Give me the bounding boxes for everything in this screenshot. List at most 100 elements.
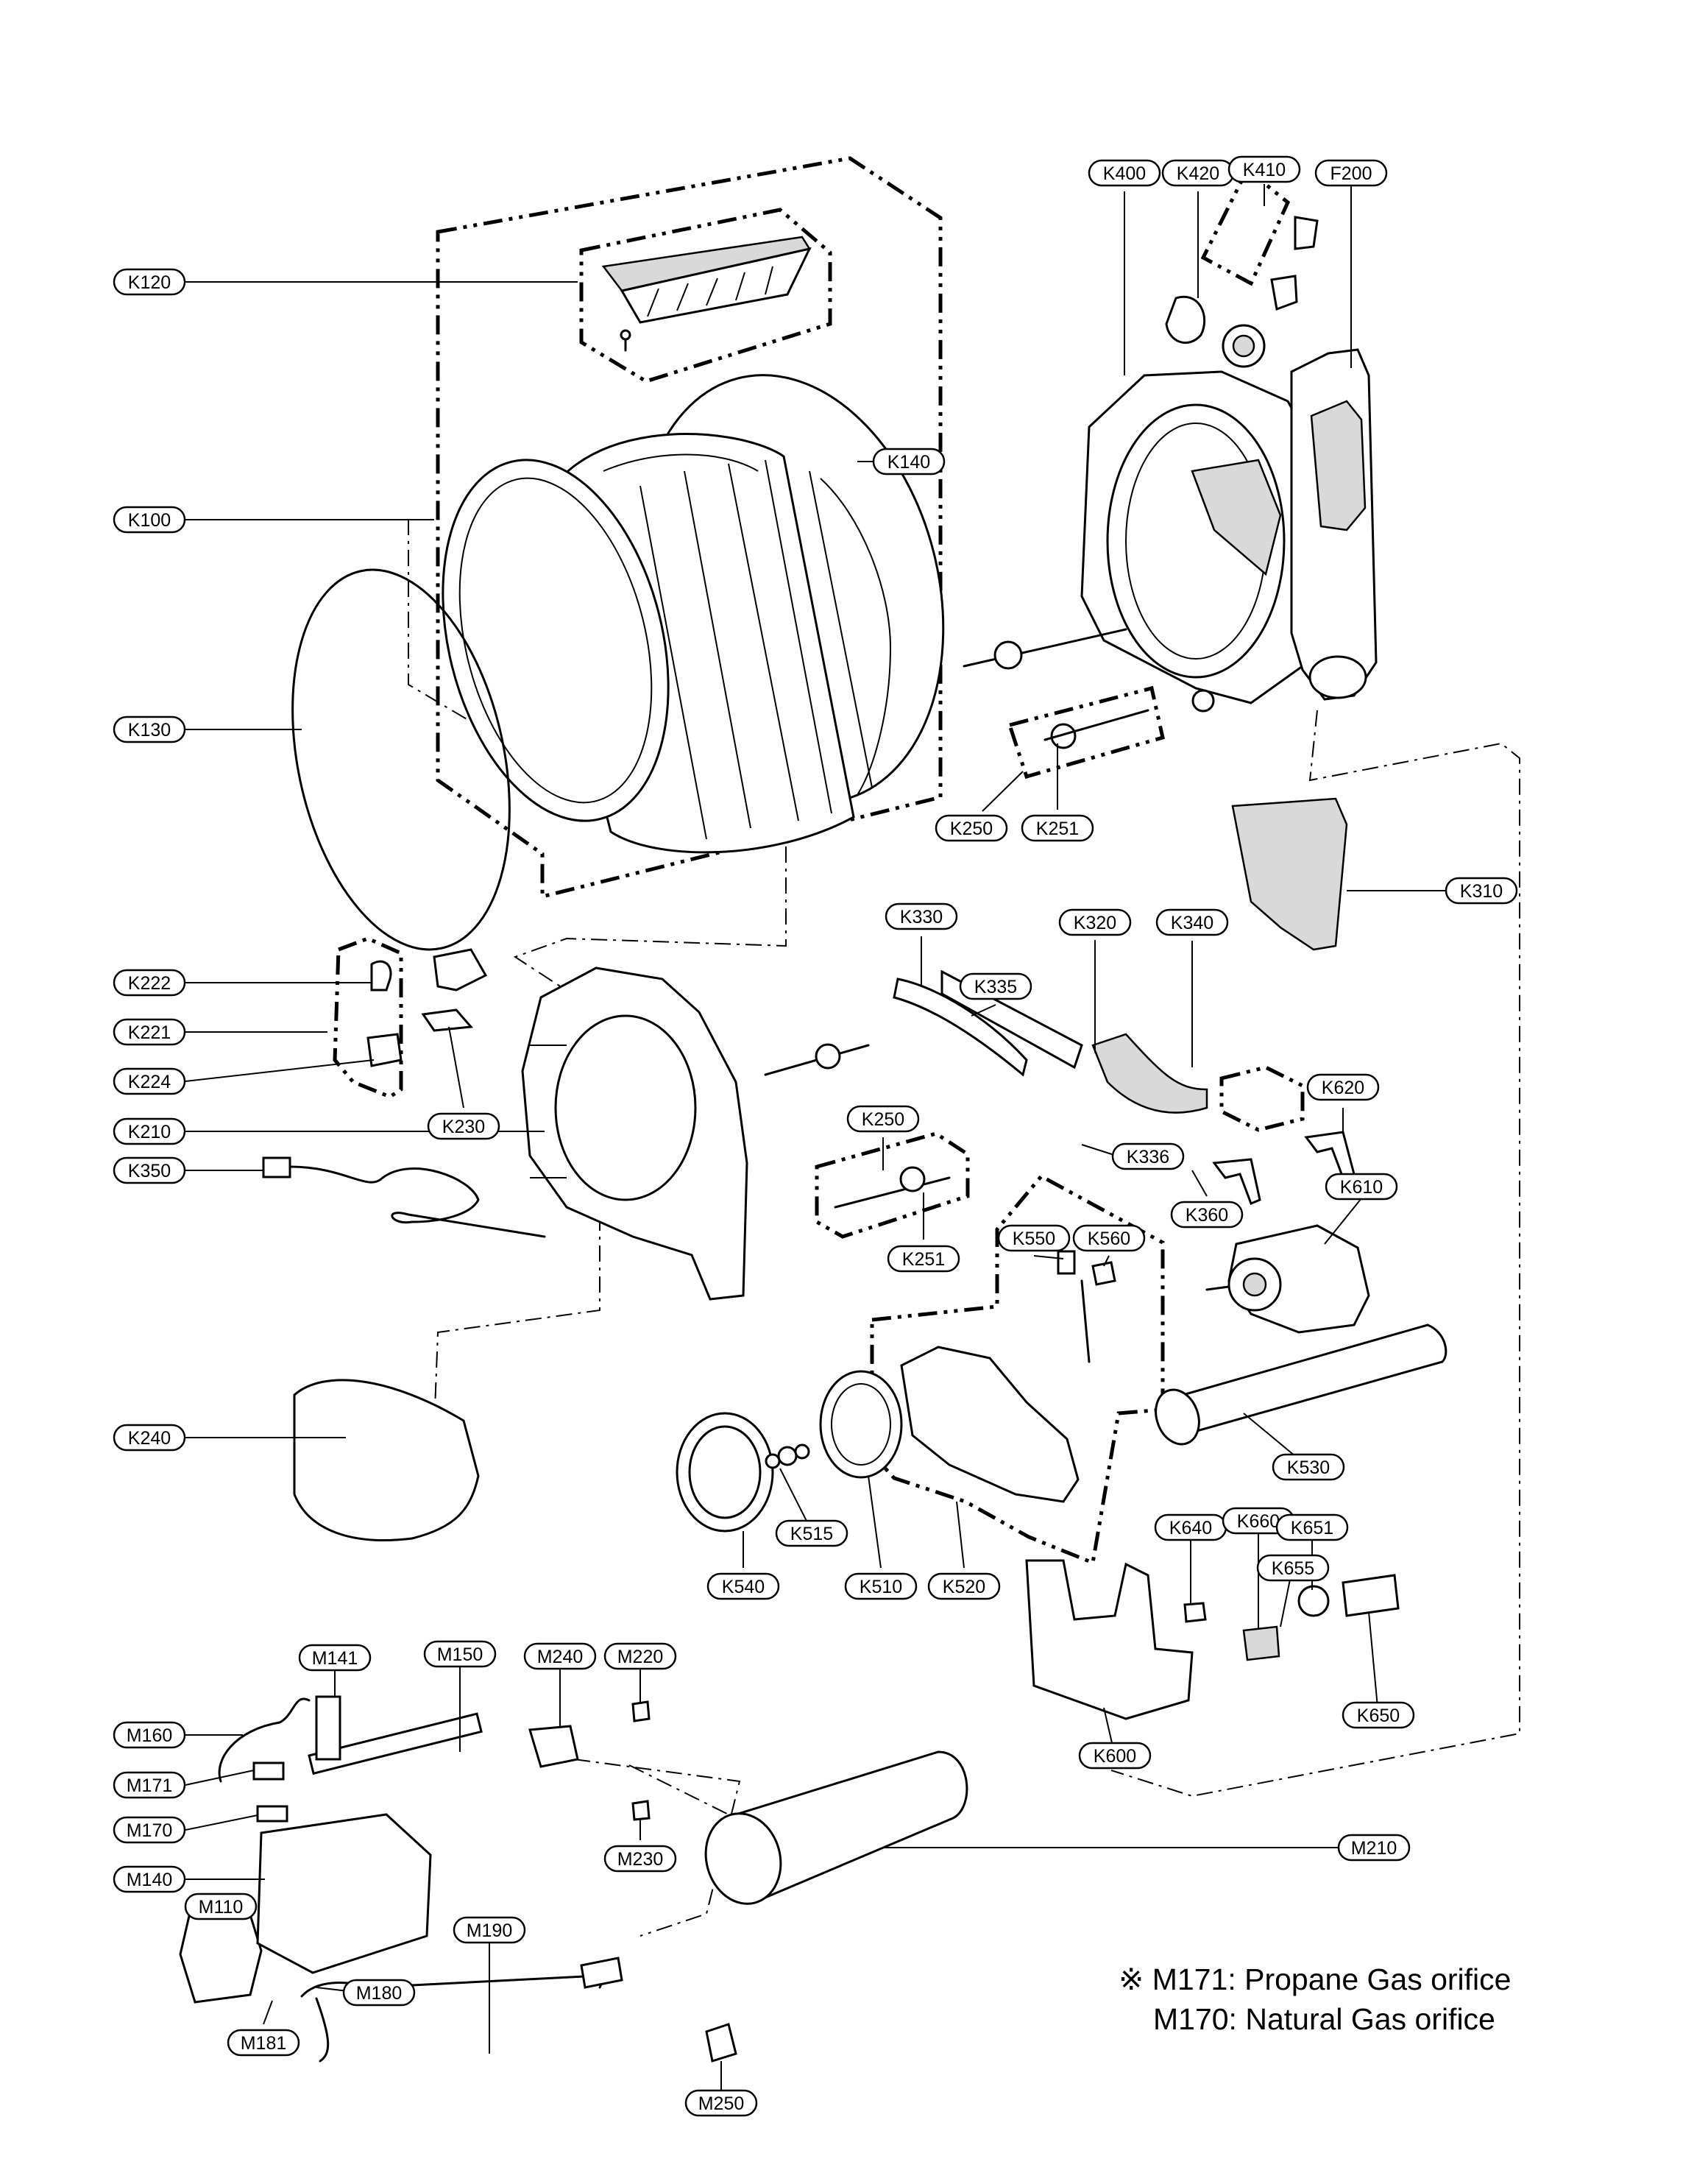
callout-k224: K224 [113,1067,186,1095]
callout-k240: K240 [113,1424,186,1452]
callout-label: K250 [862,1109,904,1130]
idler-pulley-part [1091,1033,1208,1114]
callout-label: K610 [1340,1177,1383,1198]
callout-label: K520 [943,1577,985,1597]
callout-label: K620 [1322,1078,1364,1098]
note-symbol: ※ [1119,1962,1144,1996]
callout-bubble [113,969,186,997]
callout-k250b: K250 [846,1105,920,1133]
callout-label: K251 [902,1249,945,1270]
callout-bubble [113,1067,186,1095]
callout-k651: K651 [1275,1513,1349,1541]
callout-bubble [1058,908,1132,936]
callout-bubble [1306,1073,1380,1101]
callout-label: K540 [722,1577,765,1597]
note-propane-text: M171: Propane Gas orifice [1152,1962,1512,1996]
callout-label: K251 [1036,819,1079,839]
callout-bubble [1342,1701,1415,1729]
callout-label: K230 [442,1117,485,1137]
callout-label: K400 [1103,163,1146,184]
callout-label: M230 [617,1849,664,1870]
gas-orifice-notes: ※ M171: Propane Gas orifice M170: Natura… [1119,1959,1511,2039]
callout-m230: M230 [603,1845,677,1873]
callout-bubble [1445,877,1518,905]
motor-bracket-part [1025,1559,1400,1720]
callout-k410: K410 [1227,155,1301,183]
callout-bubble [1227,155,1301,183]
callout-bubble [706,1572,780,1600]
callout-bubble [935,814,1008,842]
callout-label: K660 [1237,1511,1280,1532]
callout-bubble [113,506,186,534]
callout-label: M171 [127,1775,173,1796]
callout-k520: K520 [927,1572,1001,1600]
callout-k655: K655 [1256,1554,1330,1582]
callout-label: K350 [128,1161,171,1181]
callout-label: M170 [127,1820,173,1841]
callout-m181: M181 [227,2029,300,2057]
callout-k350: K350 [113,1156,186,1184]
callout-label: K640 [1169,1518,1212,1538]
callout-label: K222 [128,973,171,994]
burner-tube-part [528,1700,968,2063]
drum-connection-line [408,519,508,744]
callout-label: K140 [887,452,930,473]
callout-bubble [227,2029,300,2057]
callout-bubble [298,1644,372,1672]
callout-k120: K120 [113,268,186,296]
callout-bubble [1337,1834,1411,1862]
callout-k251b: K251 [887,1245,960,1273]
callout-m150: M150 [423,1640,497,1668]
callout-bubble [1325,1173,1398,1201]
callout-label: M240 [537,1647,584,1667]
callout-bubble [1256,1554,1330,1582]
drum-seal-ring-part [291,568,511,951]
callout-label: K330 [900,907,943,927]
callout-bubble [872,448,946,476]
callout-bubble [927,1572,1001,1600]
callout-k530: K530 [1272,1453,1345,1481]
callout-k400: K400 [1088,159,1161,187]
callout-k330: K330 [885,902,958,930]
front-bulkhead-connection-line [513,847,787,1013]
callout-label: K224 [128,1072,171,1092]
callout-label: K221 [128,1022,171,1043]
callout-k510: K510 [844,1572,918,1600]
callout-k600: K600 [1078,1742,1152,1770]
callout-k230: K230 [427,1112,500,1140]
callout-bubble [427,1112,500,1140]
callout-bubble [959,972,1032,1000]
callout-label: K250 [950,819,993,839]
callout-k640: K640 [1154,1513,1227,1541]
callout-label: K410 [1243,160,1286,180]
callout-label: M141 [312,1648,358,1669]
blower-duct-part [1155,1323,1447,1446]
lamp-socket-part [366,948,488,1067]
callout-k540: K540 [706,1572,780,1600]
drum-lifter-part [601,236,812,352]
callout-m141: M141 [298,1644,372,1672]
motor-mount-part [1212,1131,1356,1205]
blower-wheel-part [676,1370,903,1533]
callout-m220: M220 [603,1642,677,1670]
callout-bubble [1021,814,1094,842]
rear-bearing-outline [1007,685,1165,780]
gas-valve-part [179,1695,623,2063]
callout-k140: K140 [872,448,946,476]
callout-k420: K420 [1161,159,1235,187]
callout-bubble [997,1224,1071,1252]
callout-k250a: K250 [935,814,1008,842]
callout-k130: K130 [113,715,186,743]
front-shaft-part [764,1043,951,1209]
callout-bubble [885,902,958,930]
callout-bubble [113,1865,186,1893]
callout-bubble [846,1105,920,1133]
callout-f200: F200 [1314,159,1388,187]
callout-bubble [603,1845,677,1873]
callout-label: M150 [437,1644,483,1665]
front-bearing-outline [815,1131,970,1239]
callout-label: M250 [698,2093,745,2114]
blower-connection-line [433,1215,600,1429]
motor-switch-part [1057,1250,1116,1363]
